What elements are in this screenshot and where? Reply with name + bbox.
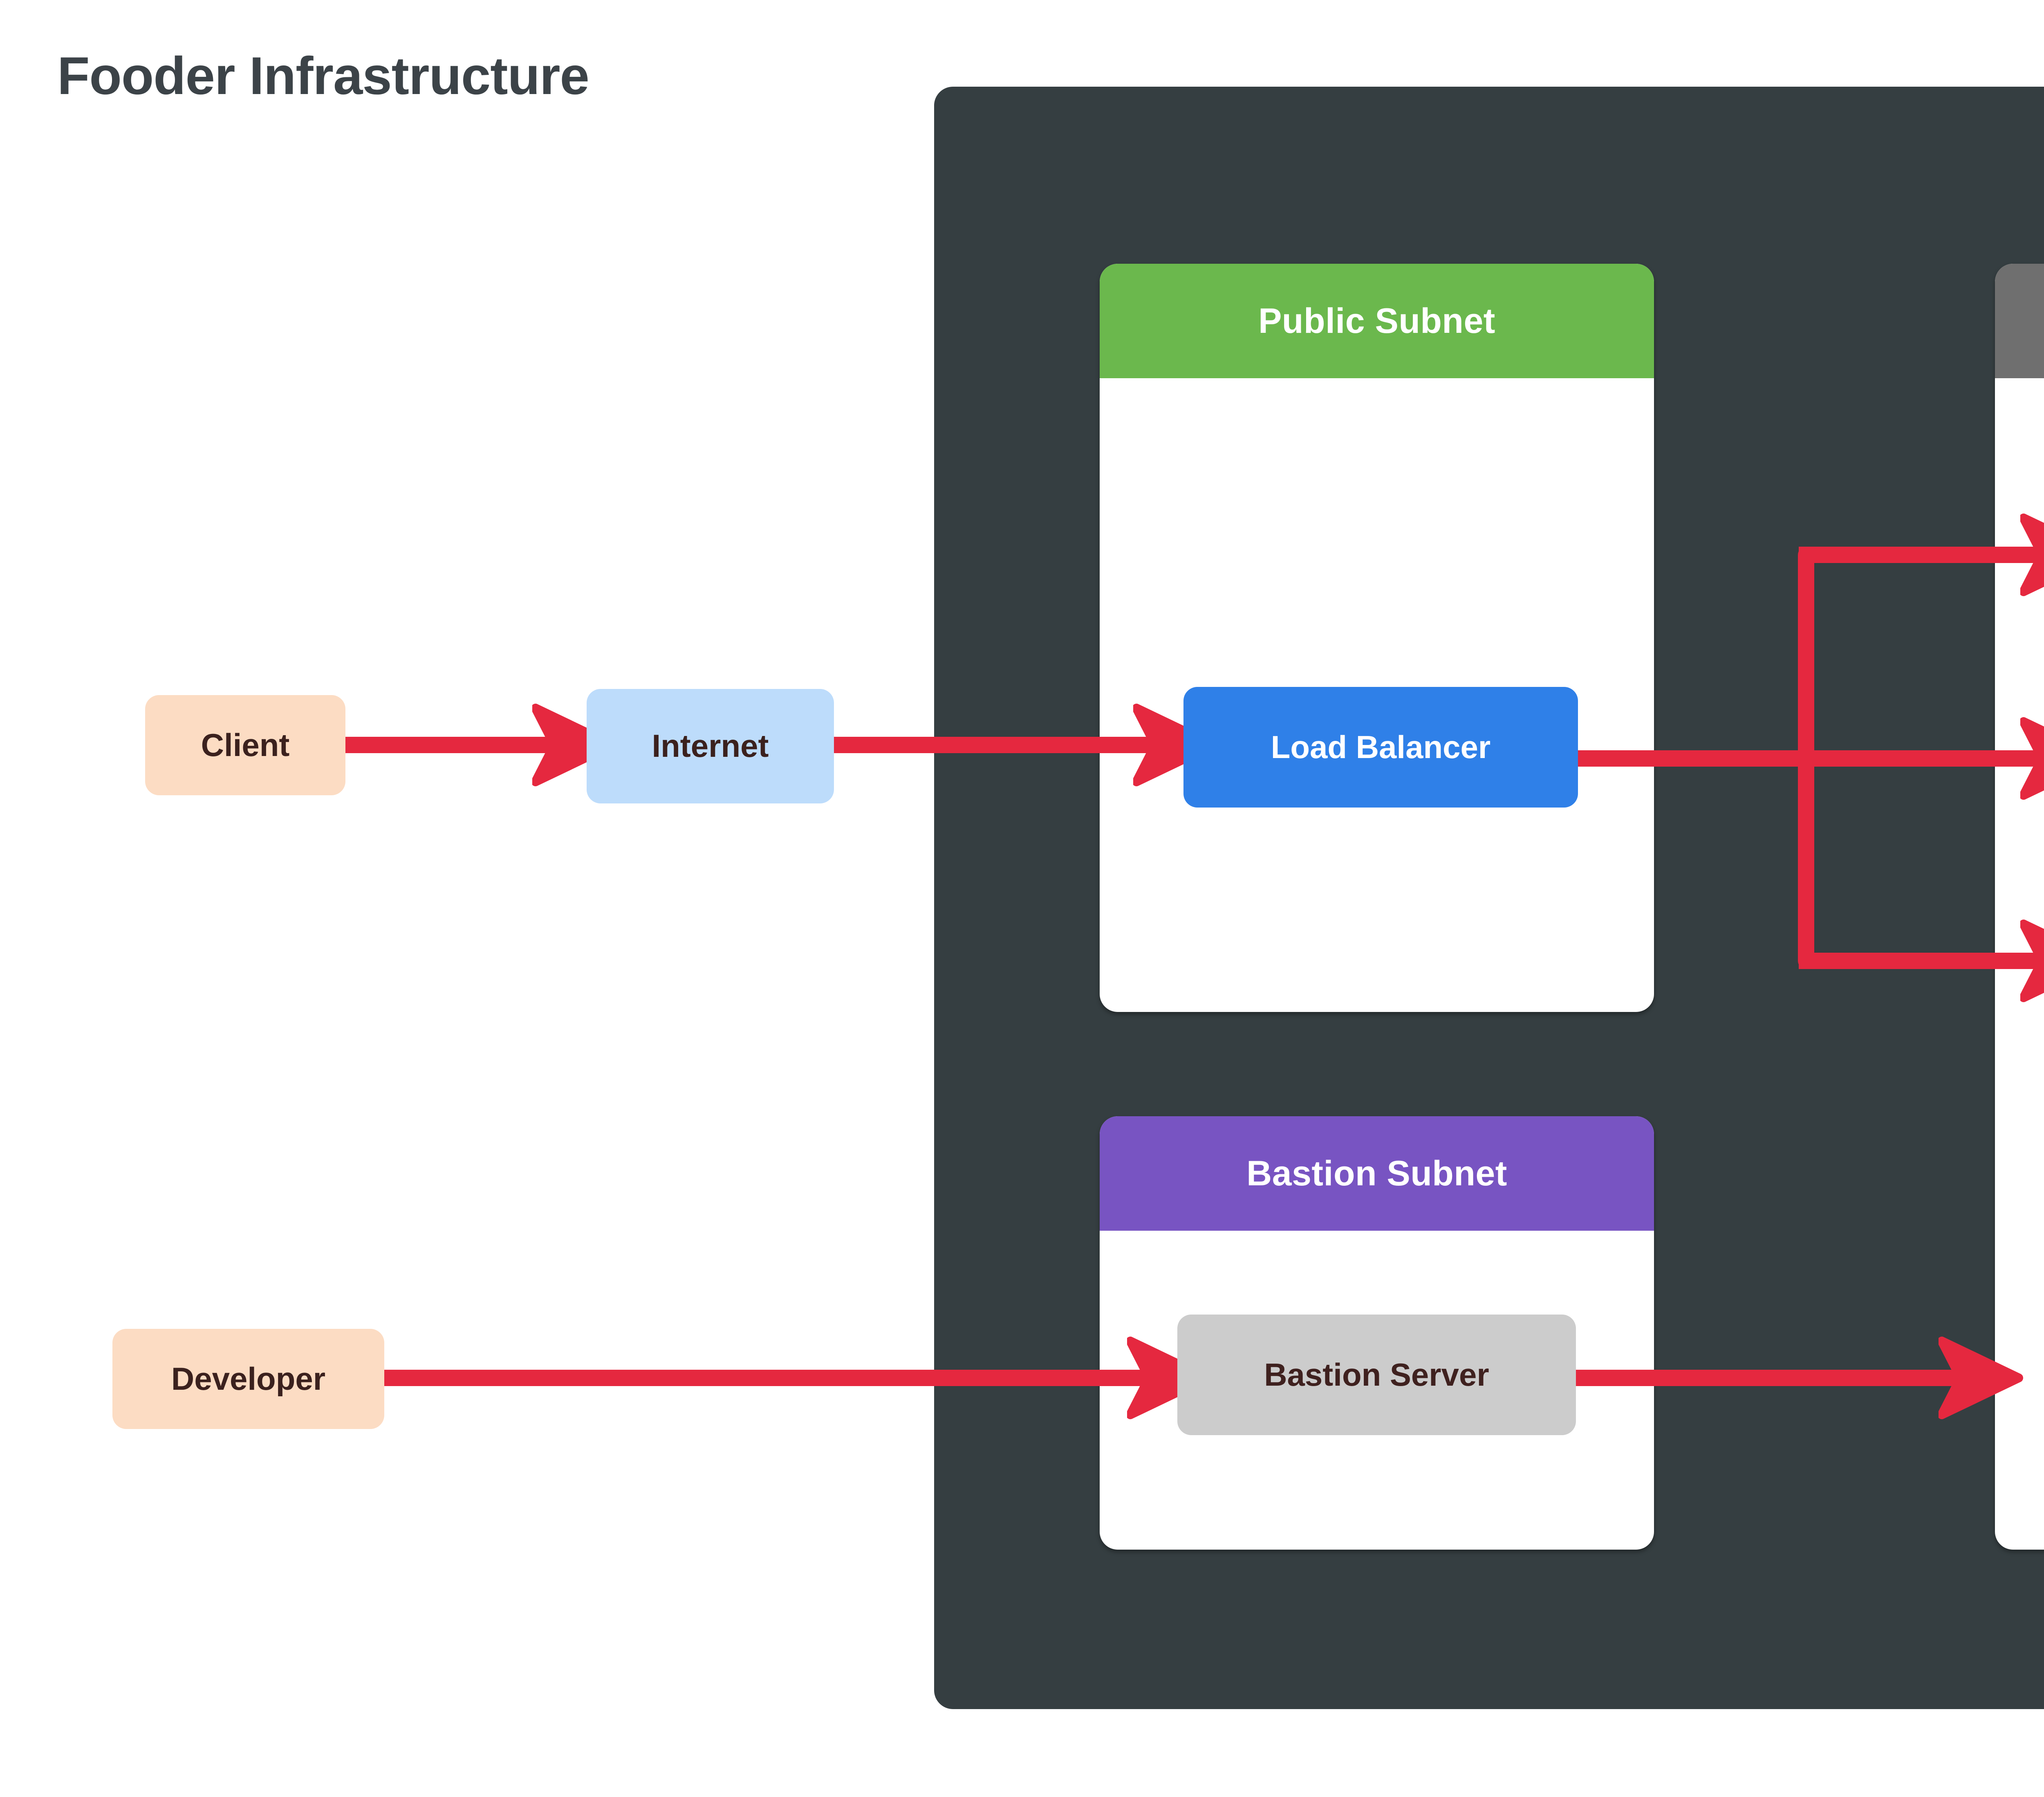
private-subnet-panel: Private Subnet — [1995, 264, 2044, 1550]
node-developer[interactable]: Developer — [112, 1329, 384, 1429]
node-internet[interactable]: Internet — [587, 689, 834, 803]
node-bastion-server[interactable]: Bastion Server — [1177, 1315, 1576, 1435]
node-client[interactable]: Client — [145, 695, 345, 795]
bastion-subnet-title: Bastion Subnet — [1100, 1116, 1654, 1231]
public-subnet-panel: Public Subnet — [1100, 264, 1654, 1012]
node-load-balancer[interactable]: Load Balancer — [1183, 687, 1578, 808]
page-title: Fooder Infrastructure — [57, 46, 589, 105]
public-subnet-title: Public Subnet — [1100, 264, 1654, 378]
private-subnet-title: Private Subnet — [1995, 264, 2044, 378]
